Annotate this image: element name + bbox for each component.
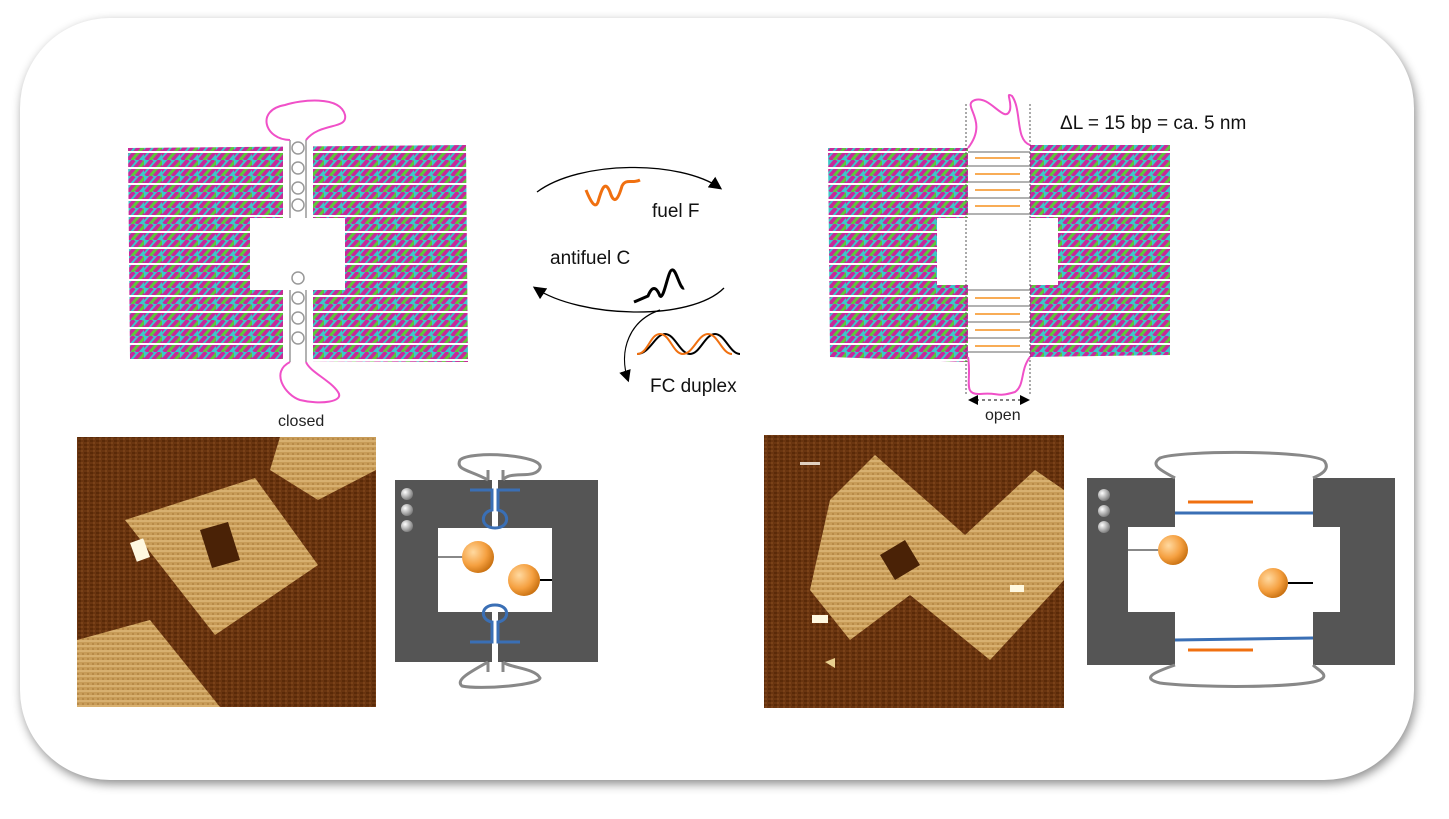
reverse-arrow — [532, 286, 725, 313]
duplex-icon — [636, 332, 741, 356]
duplex-arrow — [619, 309, 661, 383]
gap-dashed-lines — [965, 104, 1031, 395]
antifuel-strand-icon — [633, 268, 686, 304]
open-origami: open ΔL = 15 bp = ca. 5 nm — [828, 94, 1246, 424]
gold-particle — [1258, 568, 1288, 598]
delta-l-label: ΔL = 15 bp = ca. 5 nm — [1060, 113, 1246, 134]
gold-particle — [462, 541, 494, 573]
duplex-label: FC duplex — [650, 376, 737, 397]
forward-arrow — [536, 166, 723, 193]
top-loop — [265, 99, 347, 141]
fuel-strand-icon — [584, 178, 641, 207]
fuel-label: fuel F — [652, 201, 700, 222]
schematic-open — [1087, 450, 1395, 688]
reaction-scheme: fuel F antifuel C FC duplex — [532, 166, 741, 397]
gold-particle — [1158, 535, 1188, 565]
closed-origami: closed — [128, 99, 468, 430]
closed-label: closed — [278, 413, 324, 430]
afm-image-closed — [77, 437, 376, 707]
antifuel-label: antifuel C — [550, 248, 630, 269]
afm-image-open — [764, 435, 1064, 708]
gold-particle — [508, 564, 540, 596]
schematic-closed — [395, 453, 598, 689]
bottom-loop — [279, 361, 341, 404]
open-label: open — [985, 407, 1021, 424]
